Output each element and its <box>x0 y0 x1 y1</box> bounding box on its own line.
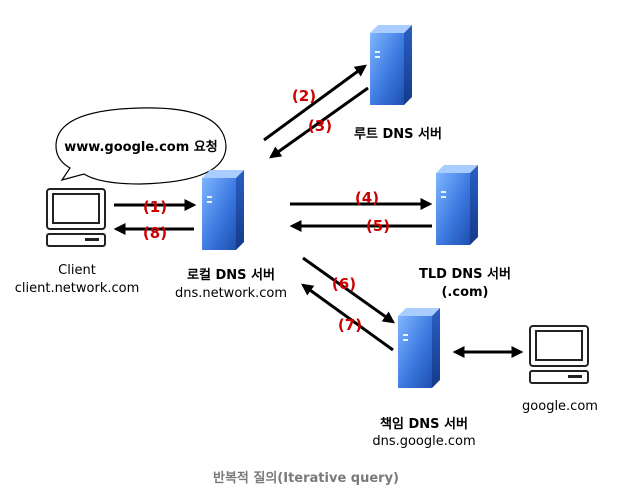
local-dns-server-icon <box>202 170 244 250</box>
client-host-label: client.network.com <box>15 281 140 296</box>
arrow-step-6 <box>302 256 395 324</box>
tld-dns-name-label: TLD DNS 서버 <box>419 266 511 282</box>
tld-dns-server-icon <box>436 165 478 245</box>
local-dns-name-label: 로컬 DNS 서버 <box>187 267 275 283</box>
step-label-4: (4) <box>355 189 379 207</box>
auth-dns-name-label: 책임 DNS 서버 <box>380 416 468 432</box>
google-computer-icon <box>529 325 589 384</box>
client-computer-icon <box>46 188 106 247</box>
step-label-5: (5) <box>366 217 390 235</box>
auth-dns-host-label: dns.google.com <box>372 434 475 449</box>
step-label-2: (2) <box>292 87 316 105</box>
step-label-3: (3) <box>308 117 332 135</box>
arrow-step-2 <box>263 64 367 142</box>
step-label-8: (8) <box>143 224 167 242</box>
client-name-label: Client <box>58 263 96 278</box>
root-dns-name-label: 루트 DNS 서버 <box>354 126 442 142</box>
root-dns-server-icon <box>370 25 412 105</box>
step-label-1: (1) <box>143 198 167 216</box>
bubble-text: www.google.com 요청 <box>64 139 217 155</box>
tld-dns-host-label: (.com) <box>441 285 488 300</box>
auth-dns-server-icon <box>398 308 440 388</box>
arrow-step-3 <box>269 86 369 159</box>
step-label-6: (6) <box>332 275 356 293</box>
step-label-7: (7) <box>338 316 362 334</box>
request-speech-bubble: www.google.com 요청 <box>55 107 227 185</box>
arrow-step-7 <box>301 283 394 352</box>
diagram-caption: 반복적 질의(Iterative query) <box>213 470 399 486</box>
local-dns-host-label: dns.network.com <box>175 286 287 301</box>
google-host-label: google.com <box>522 399 598 414</box>
